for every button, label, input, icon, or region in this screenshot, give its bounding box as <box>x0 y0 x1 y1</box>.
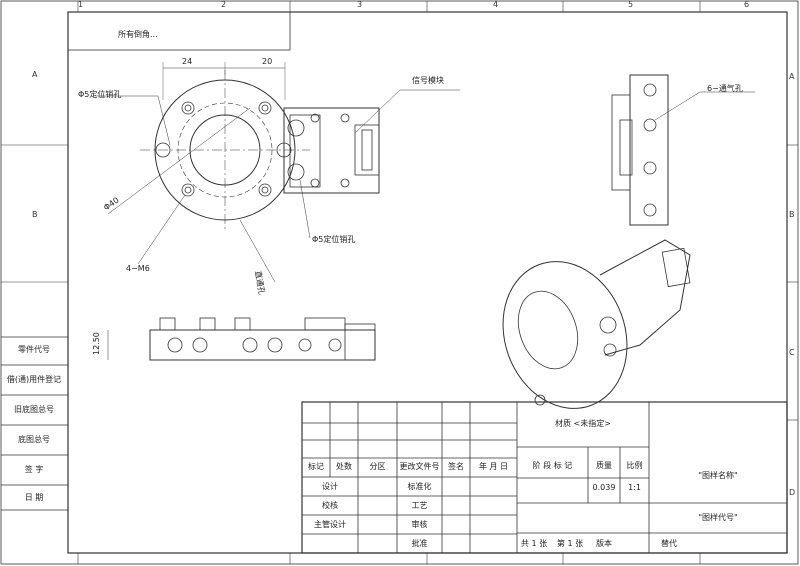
zone-top-1: 1 <box>78 0 84 9</box>
tb-drawing-code: "图样代号" <box>698 513 738 522</box>
zone-side-b: B <box>789 210 795 219</box>
iso-view <box>502 239 691 409</box>
tb-design: 设计 <box>322 482 338 491</box>
side-old-drawing-no: 旧底图总号 <box>14 405 54 414</box>
label-phi5-pin-bottom: Φ5定位销孔 <box>312 235 356 244</box>
title-block-grid <box>301 401 788 554</box>
zone-side-a: A <box>789 72 795 81</box>
side-signature: 签 字 <box>24 465 44 474</box>
tb-replaces: 替代 <box>661 539 677 548</box>
top-note: 所有倒角... <box>118 30 158 39</box>
side-borrowed-parts: 借(通)用件登记 <box>6 375 62 384</box>
tb-h-mark: 标记 <box>308 462 324 471</box>
note-box <box>67 11 291 51</box>
zone-top-3: 3 <box>357 0 363 9</box>
front-view <box>95 62 460 283</box>
zone-top-6: 6 <box>744 0 750 9</box>
tb-h-count: 处数 <box>336 462 352 471</box>
label-air-holes: 6−通气孔 <box>707 84 743 93</box>
zone-top-2: 2 <box>221 0 227 9</box>
tb-chief-design: 主管设计 <box>314 520 346 529</box>
zone-top-4: 4 <box>493 0 499 9</box>
tb-stage-mark: 阶 段 标 记 <box>532 461 573 470</box>
zone-left-b: B <box>32 210 38 219</box>
dim-20: 20 <box>262 57 273 66</box>
zone-side-c: C <box>789 348 795 357</box>
tb-weight-label: 质量 <box>596 461 612 470</box>
tb-h-sign: 签名 <box>448 462 464 471</box>
side-table <box>1 336 68 511</box>
tb-check: 校核 <box>322 501 338 510</box>
side-drawing-no: 底图总号 <box>18 435 50 444</box>
label-signal-module: 信号模块 <box>412 76 444 85</box>
tb-sheets-total: 共 1 张 <box>520 539 548 548</box>
side-date: 日 期 <box>24 493 44 502</box>
tb-scale-value: 1:1 <box>628 483 641 492</box>
tb-drawing-name: "图样名称" <box>698 471 738 480</box>
tb-review: 审核 <box>411 520 428 529</box>
tb-version: 版本 <box>596 539 612 548</box>
zone-top-5: 5 <box>628 0 634 9</box>
zone-left-a: A <box>32 70 38 79</box>
dim-12-50: 12.50 <box>92 332 101 355</box>
zone-side-d: D <box>789 488 796 497</box>
tb-material: 材质 <未指定> <box>555 419 611 428</box>
tb-weight-value: 0.039 <box>592 483 616 492</box>
side-view <box>611 74 755 226</box>
bottom-view <box>107 317 376 361</box>
tb-scale-label: 比例 <box>626 461 643 470</box>
tb-process: 工艺 <box>411 501 428 510</box>
label-phi5-pin-top: Φ5定位销孔 <box>78 90 122 99</box>
tb-approve: 批准 <box>411 539 428 548</box>
tb-sheet-no: 第 1 张 <box>556 539 584 548</box>
label-4m6: 4−M6 <box>126 264 150 273</box>
tb-standard: 标准化 <box>407 482 432 491</box>
tb-h-change-doc: 更改文件号 <box>399 462 440 471</box>
tb-h-date: 年 月 日 <box>478 462 509 471</box>
dim-24: 24 <box>182 57 193 66</box>
tb-h-zone: 分区 <box>369 462 386 471</box>
side-part-code: 零件代号 <box>18 345 50 354</box>
